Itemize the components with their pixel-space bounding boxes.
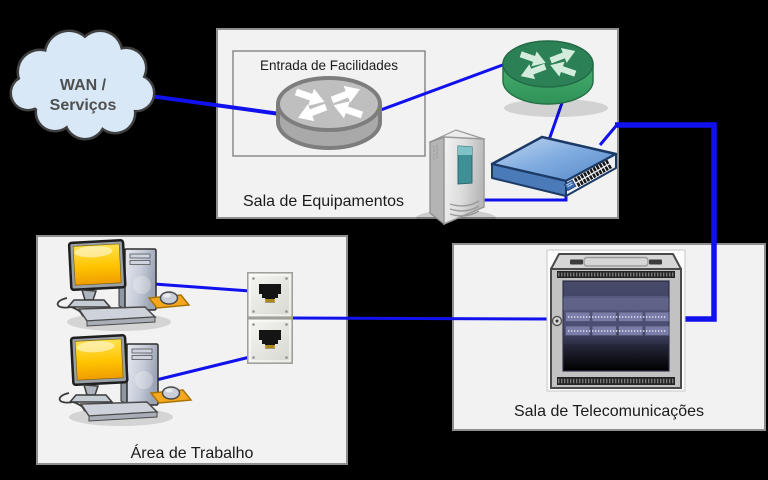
wan-label-line2: Serviços	[50, 97, 117, 114]
switch-icon	[490, 135, 618, 197]
server-icon	[416, 129, 496, 226]
facilities-entrance-box	[232, 50, 426, 157]
wall-jack-2-icon	[247, 318, 293, 364]
work-area-label: Área de Trabalho	[131, 443, 254, 462]
rack-icon	[546, 249, 686, 392]
wan-label-line1: WAN /	[60, 77, 107, 94]
link-pc2-jack2	[155, 355, 251, 382]
link-edge-core-router	[377, 61, 509, 113]
link-wan-edge-router	[149, 94, 281, 116]
link-pc1-jack1	[153, 282, 251, 293]
wall-jack-1-icon	[247, 272, 293, 318]
wan-cloud-icon: WAN / Serviços	[9, 29, 156, 141]
core-router-icon	[502, 40, 608, 117]
facilities-entrance-label: Entrada de Facilidades	[260, 58, 398, 73]
edge-router-icon	[276, 76, 382, 150]
equipment-room-label: Sala de Equipamentos	[243, 193, 404, 210]
trunk-line-to-rack	[615, 122, 717, 322]
link-jacks-rack	[291, 316, 553, 321]
telecom-room-label: Sala de Telecomunicações	[514, 403, 704, 420]
link-core-router-switch	[547, 99, 565, 141]
link-switch-trunk	[598, 125, 618, 146]
